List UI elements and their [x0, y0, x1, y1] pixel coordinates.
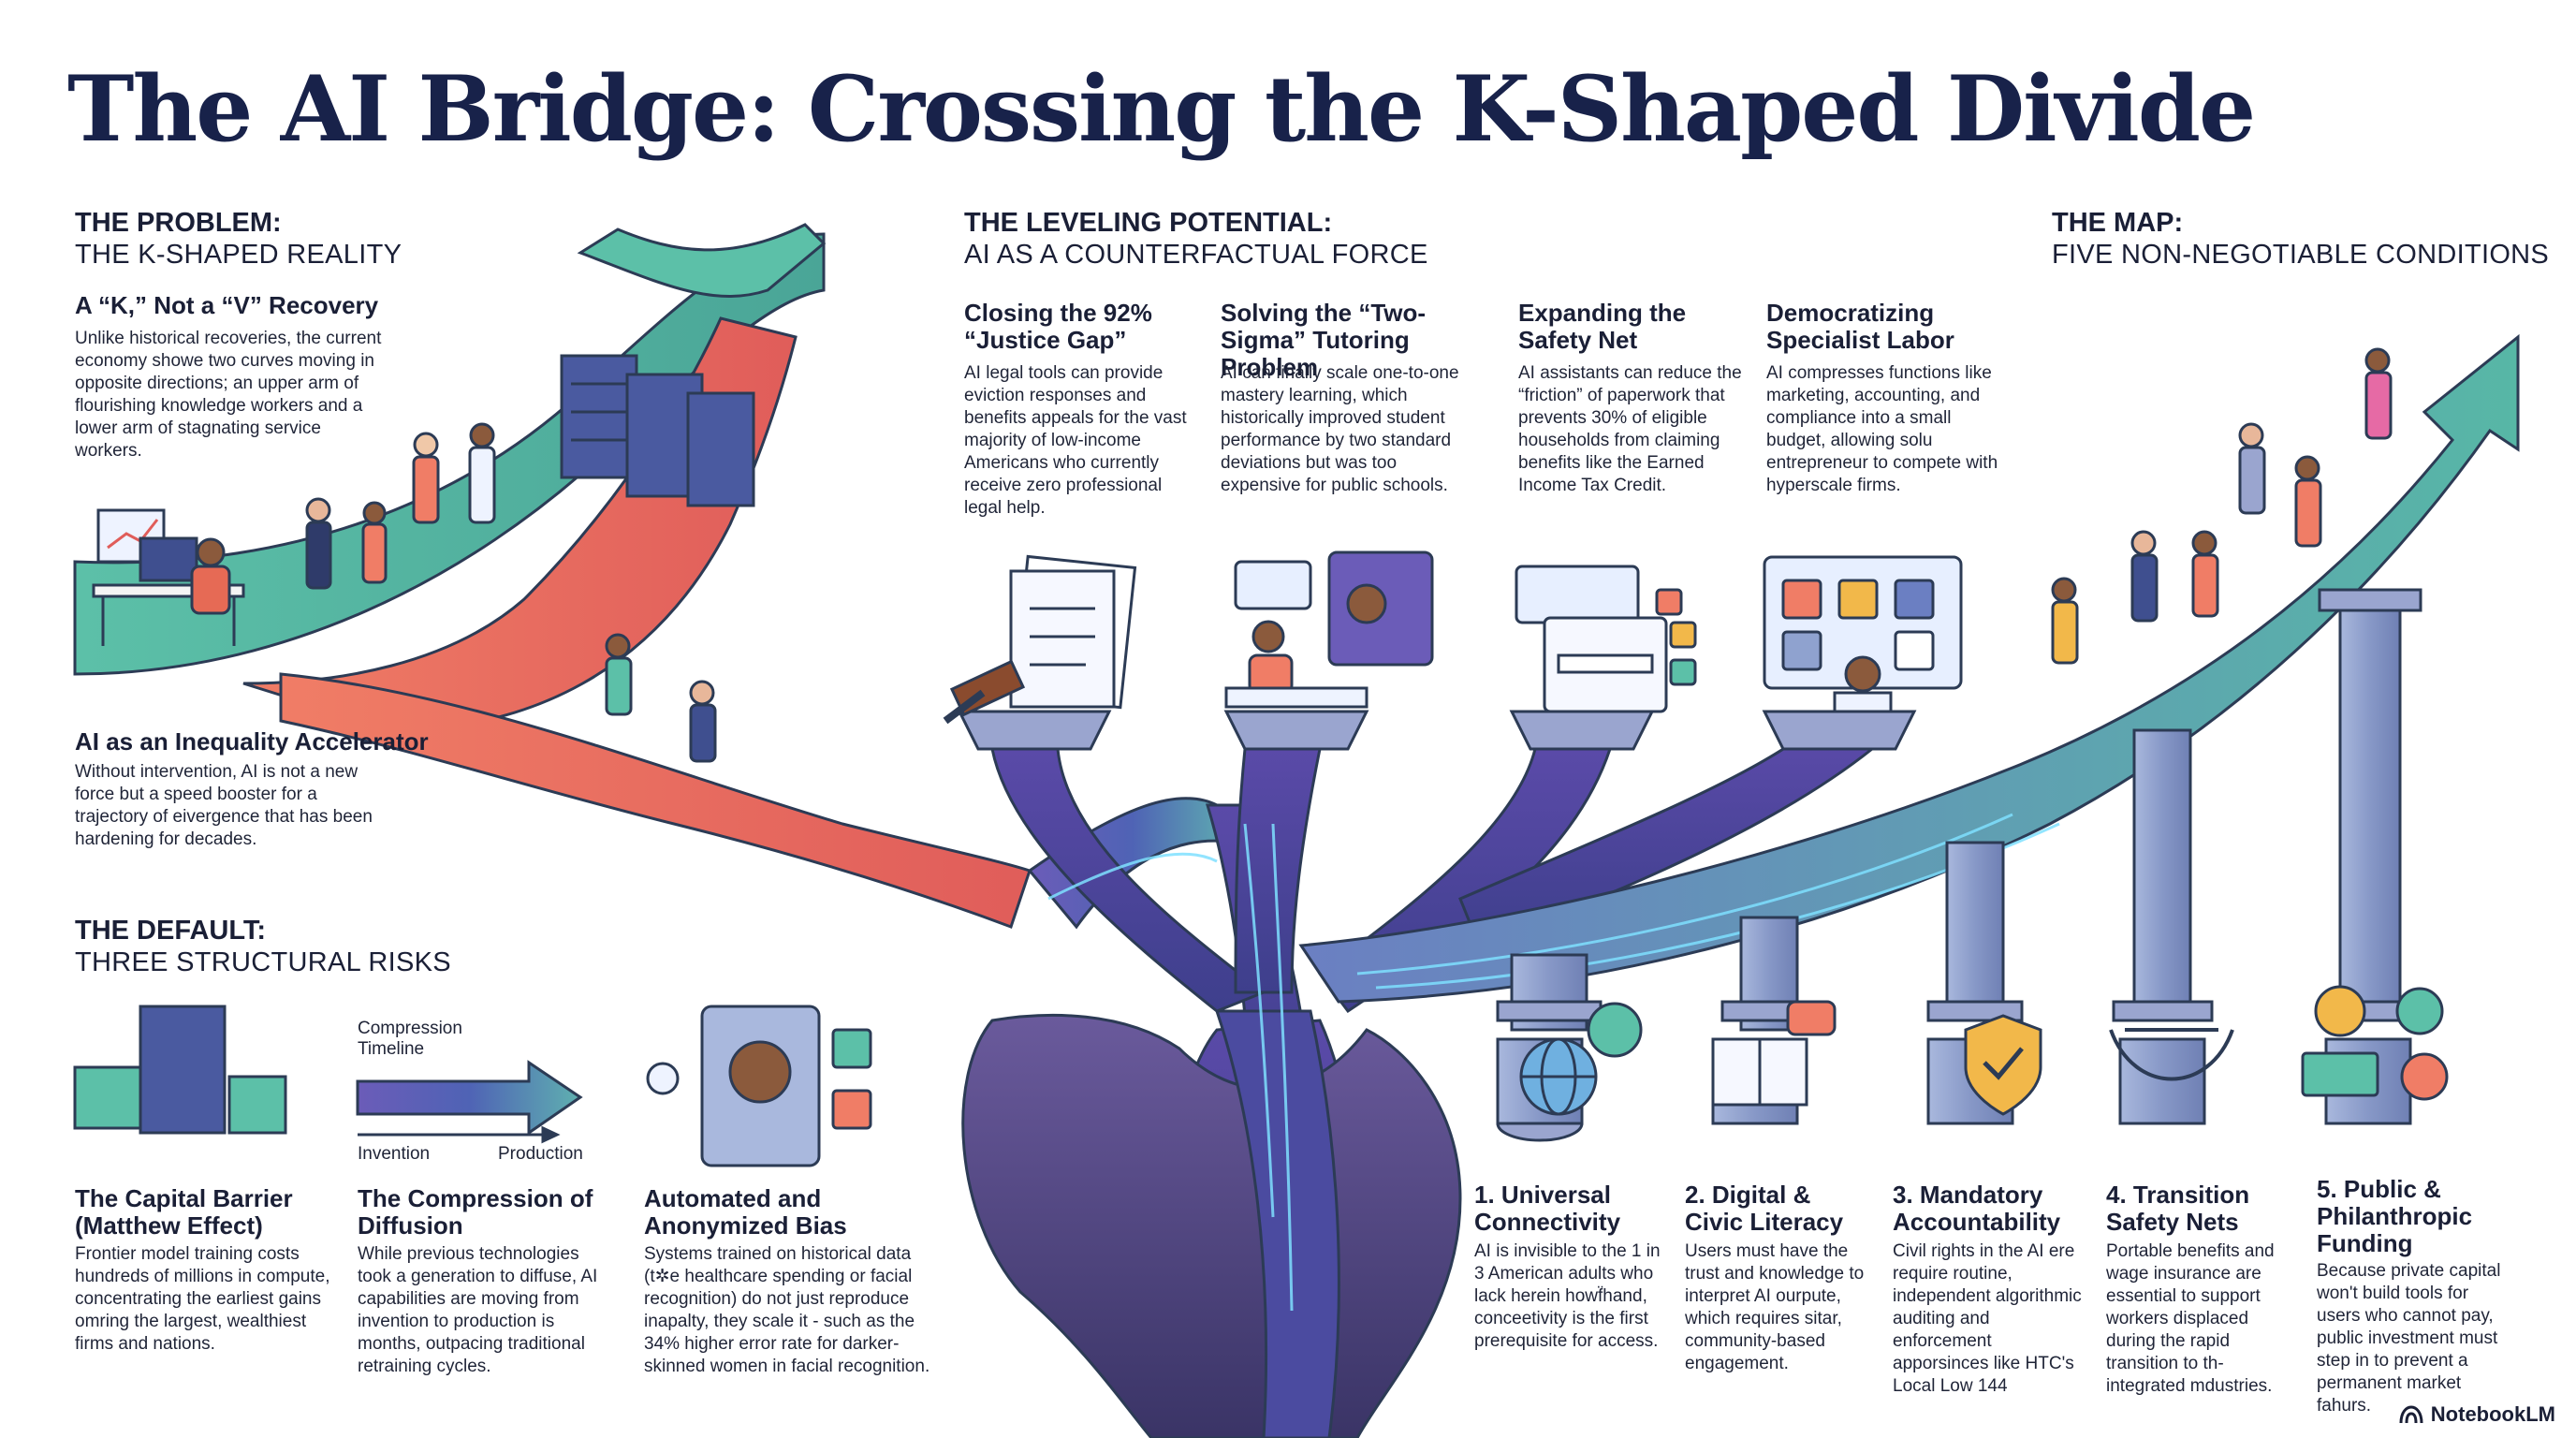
accelerator-title: AI as an Inequality Accelerator: [75, 727, 429, 756]
condition-title-4: 4. Transition Safety Nets: [2106, 1181, 2250, 1236]
risk-title-3: Automated and Anonymized Bias: [644, 1184, 847, 1240]
risk-title-1: The Capital Barrier (Matthew Effect): [75, 1184, 293, 1240]
leveling-title-2: Solving the “Two-Sigma” Tutoring Problem: [1221, 299, 1427, 381]
timeline-right: Production: [498, 1144, 583, 1164]
leveling-title-3: Expanding the Safety Net: [1518, 299, 1687, 354]
timeline-label: Compression Timeline: [358, 1019, 462, 1059]
problem-subheading: THE K-SHAPED REALITY: [75, 240, 402, 270]
legal-document-icon: [943, 554, 1137, 725]
risk-body-2: While previous technologies took a gener…: [358, 1244, 598, 1376]
knowledge-workers-icon: [305, 422, 496, 590]
map-heading: THE MAP:: [2052, 208, 2184, 238]
leveling-title-1: Closing the 92% “Justice Gap”: [964, 299, 1152, 354]
leveling-title-4: Democratizing Specialist Labor: [1766, 299, 1954, 354]
tutoring-icon: [1224, 550, 1434, 709]
shield-check-icon: [1964, 1014, 2042, 1116]
capital-barrier-icon: [73, 1005, 287, 1135]
recovery-body: Unlike historical recoveries, the curren…: [75, 329, 382, 461]
pedestal-group: [957, 710, 1917, 751]
book-chat-icon: [1711, 1000, 1837, 1107]
condition-title-3: 3. Mandatory Accountability: [1893, 1181, 2061, 1236]
funding-icon: [2301, 985, 2449, 1101]
globe-wifi-icon: [1519, 1002, 1643, 1116]
default-subheading: THREE STRUCTURAL RISKS: [75, 947, 451, 977]
brand-label: NotebookLM: [2430, 1402, 2555, 1426]
page-title: The AI Bridge: Crossing the K-Shaped Div…: [67, 56, 2256, 162]
brand-mark: NotebookLM: [2399, 1402, 2555, 1427]
problem-heading: THE PROBLEM:: [75, 208, 282, 238]
forms-icon: [1515, 565, 1697, 713]
condition-title-1: 1. Universal Connectivity: [1474, 1181, 1621, 1236]
rising-workers-icon: [2051, 347, 2393, 665]
default-heading: THE DEFAULT:: [75, 916, 267, 946]
face-recognition-icon: [646, 1005, 872, 1167]
condition-body-5: Because private capital won't build tool…: [2317, 1261, 2501, 1416]
recovery-title: A “K,” Not a “V” Recovery: [75, 291, 379, 319]
leveling-body-3: AI assistants can reduce the “friction” …: [1518, 363, 1742, 495]
condition-title-2: 2. Digital & Civic Literacy: [1685, 1181, 1844, 1236]
leveling-subheading: AI AS A COUNTERFACTUAL FORCE: [964, 240, 1428, 270]
safety-net-icon: [2109, 1028, 2234, 1081]
risk-title-2: The Compression of Diffusion: [358, 1184, 593, 1240]
condition-body-4: Portable benefits and wage insurance are…: [2106, 1241, 2275, 1396]
notebooklm-logo-icon: [2399, 1405, 2423, 1424]
timeline-left: Invention: [358, 1144, 431, 1164]
desk-worker-icon: [92, 508, 245, 646]
map-subheading: FIVE NON-NEGOTIABLE CONDITIONS: [2052, 240, 2550, 270]
service-workers-icon: [605, 633, 717, 763]
condition-body-2: Users must have the trust and knowledge …: [1685, 1241, 1865, 1373]
leveling-body-4: AI compresses functions like marketing, …: [1766, 363, 1998, 495]
server-racks-icon: [560, 354, 755, 507]
specialist-dashboard-icon: [1763, 555, 1963, 713]
leveling-body-2: AI can finally scale one-to-one mastery …: [1221, 363, 1459, 495]
accelerator-body: Without intervention, AI is not a new fo…: [75, 762, 373, 849]
timeline-arrow-icon: [356, 1060, 583, 1144]
leveling-heading: THE LEVELING POTENTIAL:: [964, 208, 1333, 238]
risk-body-3: Systems trained on historical data (t✲e …: [644, 1244, 930, 1376]
risk-body-1: Frontier model training costs hundreds o…: [75, 1244, 330, 1354]
leveling-body-1: AI legal tools can provide eviction resp…: [964, 363, 1187, 518]
condition-body-1: AI is invisible to the 1 in 3 American a…: [1474, 1241, 1661, 1351]
condition-body-3: Civil rights in the AI ere require routi…: [1893, 1241, 2082, 1396]
condition-title-5: 5. Public & Philanthropic Funding: [2317, 1175, 2473, 1257]
